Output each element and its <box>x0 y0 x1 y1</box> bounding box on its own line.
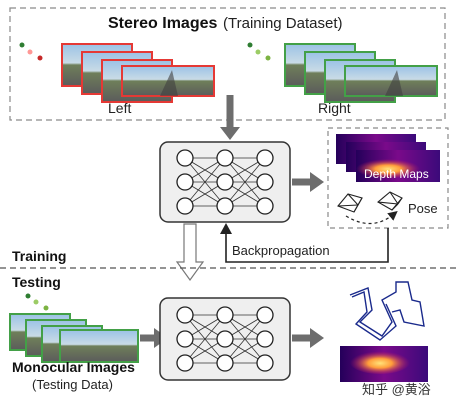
mono-subtitle: (Testing Data) <box>32 377 113 392</box>
right-label: Right <box>318 100 351 116</box>
neuron <box>216 306 234 324</box>
stereo-title: Stereo Images <box>108 15 217 32</box>
trajectory-plot <box>349 281 425 341</box>
neuron <box>216 330 234 348</box>
neuron <box>176 197 194 215</box>
mono-image-stack <box>9 313 139 363</box>
left-label: Left <box>108 100 131 116</box>
training-network <box>159 141 291 223</box>
left-sequence-dots <box>19 42 43 61</box>
sequence-dot <box>247 42 253 48</box>
neuron <box>176 330 194 348</box>
neuron <box>256 197 274 215</box>
neuron <box>216 354 234 372</box>
neuron <box>176 354 194 372</box>
sequence-dot <box>19 42 25 48</box>
train-to-test-arrow <box>175 223 205 282</box>
neuron <box>176 173 194 191</box>
stereo-subtitle: (Training Dataset) <box>223 15 343 32</box>
depth-map-stack <box>336 134 440 182</box>
sequence-dot <box>25 293 31 299</box>
neuron <box>256 173 274 191</box>
training-label: Training <box>12 248 66 264</box>
depth-hotspot <box>356 158 420 178</box>
mono-title: Monocular Images <box>12 359 135 375</box>
depth-hotspot <box>350 350 410 374</box>
camera-frustum-icon <box>377 191 403 211</box>
network-to-results-arrow <box>292 328 324 348</box>
neuron <box>216 197 234 215</box>
mono-frame <box>59 329 139 363</box>
road-shape <box>385 70 403 96</box>
sequence-dot <box>33 299 39 305</box>
neuron <box>256 330 274 348</box>
backpropagation-arrow <box>220 223 389 263</box>
predicted-depth-map <box>340 346 428 382</box>
sequence-dot <box>43 305 49 311</box>
right-sequence-dots <box>247 42 271 61</box>
right-image-stack <box>284 43 438 103</box>
neuron <box>256 354 274 372</box>
road-shape <box>160 70 178 96</box>
sequence-dot <box>27 49 33 55</box>
mono-sequence-dots <box>25 293 49 311</box>
neuron <box>256 306 274 324</box>
left-image-stack <box>61 43 215 103</box>
pose-label: Pose <box>408 201 438 216</box>
backpropagation-label: Backpropagation <box>232 243 330 258</box>
depth-maps-label: Depth Maps <box>364 167 429 181</box>
sequence-dot <box>37 55 43 61</box>
neuron <box>216 149 234 167</box>
neuron <box>176 306 194 324</box>
watermark: 知乎 @黄浴 <box>362 382 431 397</box>
camera-frustum-icon <box>337 193 363 213</box>
sequence-dot <box>265 55 271 61</box>
testing-network <box>159 297 291 381</box>
dataset-to-network-arrow <box>220 95 240 140</box>
pose-transform-arrow <box>345 210 398 225</box>
sequence-dot <box>255 49 261 55</box>
testing-label: Testing <box>12 274 61 290</box>
network-to-outputs-arrow <box>292 172 324 192</box>
neuron <box>256 149 274 167</box>
neuron <box>216 173 234 191</box>
neuron <box>176 149 194 167</box>
